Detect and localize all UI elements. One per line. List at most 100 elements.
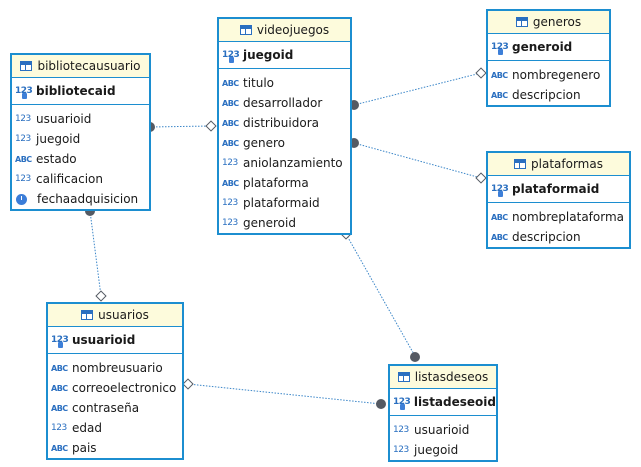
numeric-type-icon: 123 [393, 445, 409, 455]
column-row[interactable]: ABC descripcion [488, 227, 629, 247]
pk-end-diamond [182, 378, 194, 390]
text-type-icon: ABC [51, 363, 68, 373]
column-name: generoid [243, 216, 296, 230]
rel-videojuegos-plataformas[interactable] [353, 142, 482, 179]
column-name: juegoid [414, 443, 459, 457]
column-row[interactable]: 123 usuarioid [12, 109, 149, 129]
table-header[interactable]: listasdeseos [390, 366, 496, 389]
column-row[interactable]: ABC estado [12, 149, 149, 169]
table-header[interactable]: plataformas [488, 153, 629, 176]
text-type-icon: ABC [51, 443, 68, 453]
rel-bibliotecausuario-usuarios[interactable] [89, 210, 102, 297]
primary-key-icon: 123 [222, 50, 240, 63]
rel-videojuegos-generos[interactable] [353, 72, 482, 106]
column-row[interactable]: 123 plataformaid [219, 193, 350, 213]
column-row[interactable]: 123 generoid [219, 213, 350, 233]
column-row[interactable]: 123 juegoid [12, 129, 149, 149]
numeric-type-icon: 123 [222, 158, 238, 168]
column-name: plataforma [243, 176, 309, 190]
table-title: plataformas [531, 157, 603, 171]
text-type-icon: ABC [222, 78, 239, 88]
primary-key-icon: 123 [15, 86, 33, 99]
rel-listasdeseos-videojuegos[interactable] [345, 233, 416, 357]
table-header[interactable]: videojuegos [219, 19, 350, 42]
primary-key-name: bibliotecaid [36, 84, 116, 98]
primary-key-icon: 123 [491, 42, 509, 55]
column-name: usuarioid [36, 112, 92, 126]
rel-bibliotecausuario-videojuegos[interactable] [149, 125, 212, 128]
clock-icon [16, 193, 27, 205]
column-row[interactable]: 123 juegoid [390, 440, 496, 460]
numeric-type-icon: 123 [15, 114, 31, 124]
column-name: calificacion [36, 172, 104, 186]
table-title: generos [532, 15, 582, 29]
numeric-type-icon: 123 [51, 423, 67, 433]
column-name: correoelectronico [72, 381, 177, 395]
fk-end-dot [410, 352, 420, 362]
numeric-type-icon: 123 [393, 425, 409, 435]
column-row[interactable]: fechaadquisicion [12, 189, 149, 209]
table-header[interactable]: generos [488, 11, 609, 34]
column-name: distribuidora [243, 116, 319, 130]
table-header[interactable]: usuarios [48, 304, 182, 327]
primary-key-name: juegoid [243, 48, 294, 62]
pk-end-diamond [475, 67, 487, 79]
numeric-type-icon: 123 [222, 198, 238, 208]
column-name: juegoid [36, 132, 81, 146]
text-type-icon: ABC [222, 98, 239, 108]
column-row[interactable]: 123 usuarioid [390, 420, 496, 440]
text-type-icon: ABC [51, 403, 68, 413]
primary-key-name: generoid [512, 40, 573, 54]
table-header[interactable]: bibliotecausuario [12, 55, 149, 78]
column-name: descripcion [512, 230, 581, 244]
column-name: titulo [243, 76, 275, 90]
column-row[interactable]: ABC titulo [219, 73, 350, 93]
numeric-type-icon: 123 [222, 218, 238, 228]
column-name: usuarioid [414, 423, 470, 437]
column-name: estado [36, 152, 77, 166]
table-icon [81, 310, 94, 320]
primary-key-icon: 123 [51, 335, 69, 348]
text-type-icon: ABC [15, 154, 32, 164]
text-type-icon: ABC [222, 138, 239, 148]
numeric-type-icon: 123 [15, 134, 31, 144]
fk-end-dot [376, 399, 386, 409]
table-icon [20, 61, 33, 71]
column-name: fechaadquisicion [37, 192, 139, 206]
rel-listasdeseos-usuarios[interactable] [187, 383, 382, 405]
primary-key-icon: 123 [393, 397, 411, 410]
text-type-icon: ABC [491, 232, 508, 242]
pk-end-diamond [95, 290, 107, 302]
table-icon [397, 372, 410, 382]
primary-key-name: plataformaid [512, 182, 600, 196]
column-name: plataformaid [243, 196, 320, 210]
